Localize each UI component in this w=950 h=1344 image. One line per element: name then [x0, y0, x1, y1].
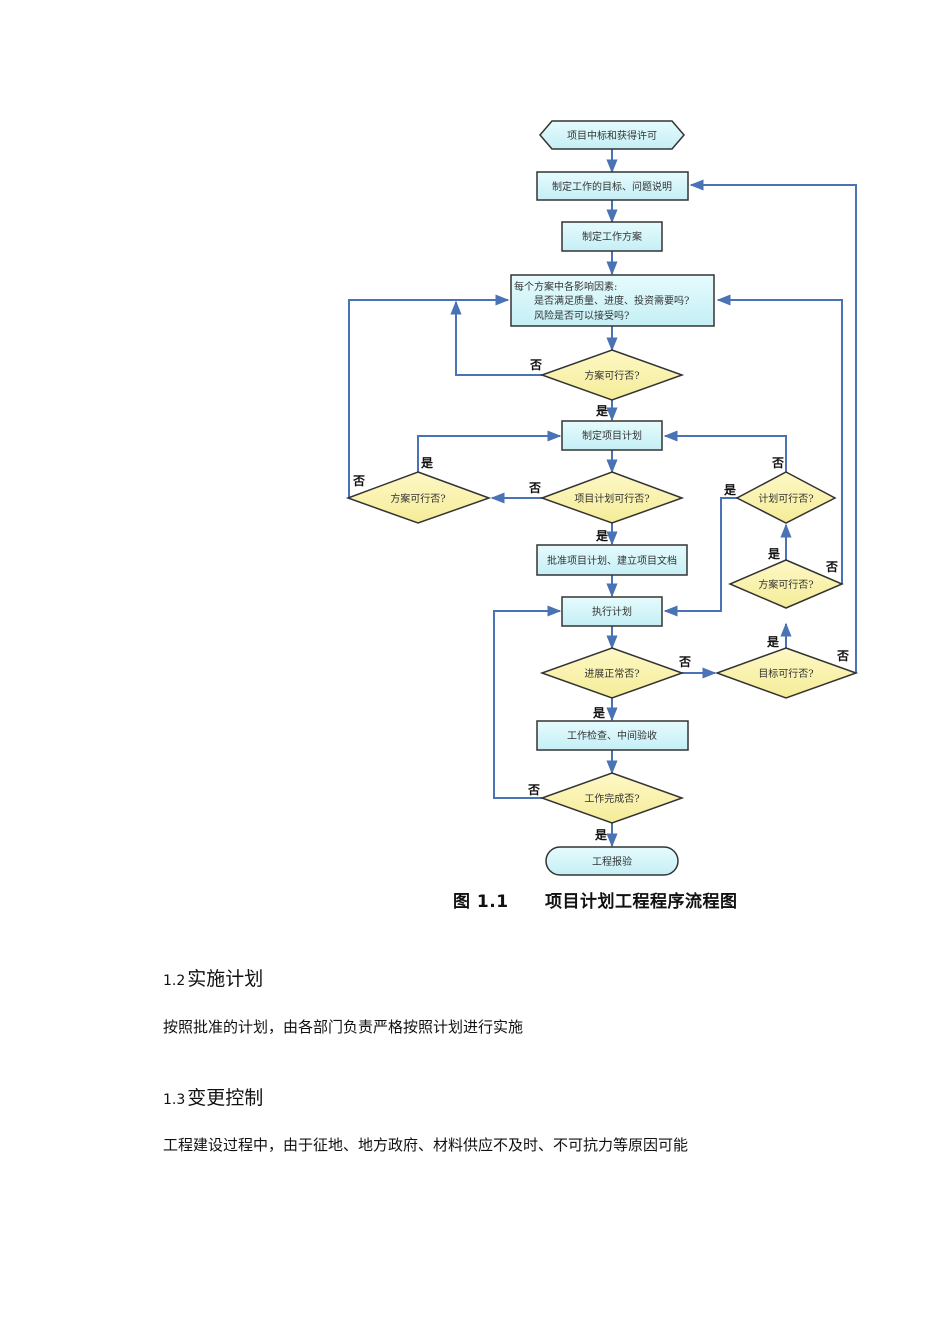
project-plan-label: 制定项目计划 — [582, 429, 642, 442]
define-goals-box — [536, 171, 689, 201]
decision-goal-feasible — [714, 647, 859, 699]
factors-line-1: 每个方案中各影响因素: — [514, 280, 617, 293]
edge-d3-yes — [417, 430, 562, 472]
label-no: 否 — [678, 655, 691, 669]
figure-caption: 图 1.1 项目计划工程程序流程图 — [453, 887, 738, 912]
start-label: 项目中标和获得许可 — [567, 129, 657, 142]
inspect-label: 工作检查、中间验收 — [567, 729, 657, 742]
label-yes: 是 — [592, 706, 606, 720]
edge-d6-no — [716, 294, 843, 584]
decision-scheme-feasible-right-label: 方案可行否? — [758, 578, 813, 591]
figure-caption-number: 图 1.1 — [453, 892, 509, 912]
label-no: 否 — [352, 474, 365, 488]
edge-d5-no — [689, 179, 857, 673]
factors-box — [510, 274, 715, 327]
decision-plan-feasible-right-label: 计划可行否? — [758, 492, 813, 505]
label-yes: 是 — [595, 529, 609, 543]
decision-complete-label: 工作完成否? — [584, 792, 639, 805]
decision-complete — [539, 772, 685, 824]
label-no: 否 — [529, 358, 542, 372]
label-no: 否 — [527, 783, 540, 797]
edge-d8-no — [493, 605, 562, 799]
label-no: 否 — [825, 560, 838, 574]
define-plan-box — [561, 221, 663, 252]
label-yes: 是 — [595, 404, 609, 418]
decision-progress — [539, 647, 685, 699]
execute-box — [561, 596, 663, 627]
label-no: 否 — [771, 456, 784, 470]
decision-scheme-feasible-right — [728, 559, 844, 609]
decision-scheme-feasible-left — [345, 471, 492, 524]
decision-scheme-feasible-left-label: 方案可行否? — [390, 492, 445, 505]
edge-d3-no — [348, 294, 510, 498]
flowchart: 项目中标和获得许可 制定工作的目标、问题说明 制定工作方案 每个方案中各影响因素… — [345, 120, 859, 876]
section-number: 1.2 — [163, 973, 186, 989]
factors-line-3: 风险是否可以接受吗? — [534, 309, 629, 322]
define-plan-label: 制定工作方案 — [582, 230, 642, 243]
end-node — [545, 846, 679, 876]
start-node — [539, 120, 685, 150]
decision-goal-feasible-label: 目标可行否? — [758, 667, 813, 680]
section-title: 实施计划 — [187, 968, 264, 990]
decision-plan-feasible-right — [735, 471, 837, 524]
edge-d1-no — [450, 300, 542, 376]
section-title: 变更控制 — [187, 1087, 264, 1109]
label-no: 否 — [836, 649, 849, 663]
decision-scheme-feasible — [539, 349, 685, 401]
label-yes: 是 — [594, 828, 608, 842]
figure-caption-title: 项目计划工程程序流程图 — [545, 892, 738, 912]
define-goals-label: 制定工作的目标、问题说明 — [552, 180, 672, 193]
execute-label: 执行计划 — [592, 605, 632, 618]
label-no: 否 — [528, 481, 541, 495]
factors-line-2: 是否满足质量、进度、投资需要吗? — [534, 294, 689, 307]
section-body-1-2: 按照批准的计划，由各部门负责严格按照计划进行实施 — [163, 1018, 524, 1036]
decision-plan-feasible — [539, 471, 685, 524]
inspect-box — [536, 720, 689, 751]
project-plan-box — [561, 420, 663, 451]
label-yes: 是 — [420, 456, 434, 470]
decision-scheme-feasible-label: 方案可行否? — [584, 369, 639, 382]
label-yes: 是 — [766, 635, 780, 649]
end-label: 工程报验 — [592, 855, 632, 868]
label-yes: 是 — [723, 483, 737, 497]
approve-plan-box — [536, 544, 688, 576]
section-number: 1.3 — [163, 1092, 186, 1108]
section-body-1-3: 工程建设过程中，由于征地、地方政府、材料供应不及时、不可抗力等原因可能 — [163, 1136, 689, 1154]
edge-d7-yes — [663, 497, 737, 617]
decision-plan-feasible-label: 项目计划可行否? — [574, 492, 649, 505]
decision-progress-label: 进展正常否? — [584, 667, 639, 680]
approve-plan-label: 批准项目计划、建立项目文档 — [547, 554, 677, 567]
edge-d7-no — [663, 430, 787, 472]
label-yes: 是 — [767, 547, 781, 561]
